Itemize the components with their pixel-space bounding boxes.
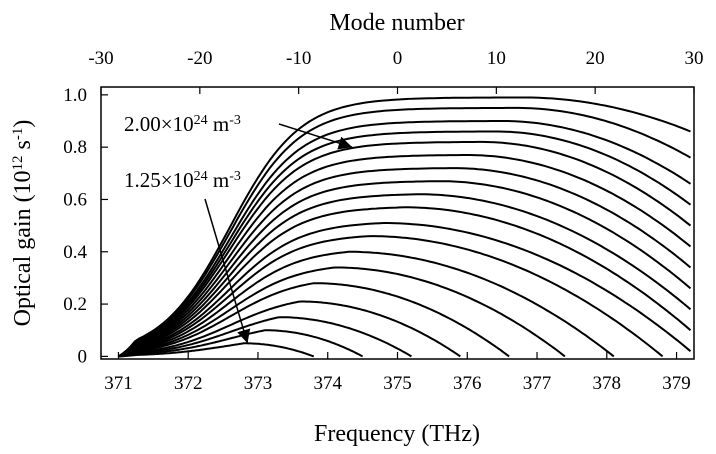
y-axis-title: Optical gain (1012 s-1) [10, 120, 36, 327]
top-x-tick-label: -20 [187, 48, 212, 69]
gain-curve-5 [118, 282, 510, 358]
y-tick-label: 0.8 [63, 137, 87, 158]
top-x-tick-labels: -30 -20 -10 0 10 20 30 [88, 48, 703, 69]
annotation-arrow-1 [278, 123, 353, 150]
gain-curve-1 [118, 342, 315, 358]
y-tick-label: 0.2 [63, 294, 87, 315]
gain-curve-4 [118, 300, 461, 358]
x-tick-label: 373 [244, 373, 273, 394]
gain-curve-16 [117, 130, 692, 358]
gain-curve-13 [117, 167, 692, 358]
top-x-tick-label: 30 [685, 48, 704, 69]
gain-curve-17 [117, 120, 692, 358]
gain-curve-10 [118, 206, 692, 358]
gain-curve-15 [117, 140, 692, 358]
x-tick-label: 376 [453, 373, 482, 394]
gain-curve-18 [117, 106, 691, 358]
gain-curve-9 [118, 222, 692, 358]
tick-marks [100, 87, 695, 359]
top-x-tick-label: 20 [586, 48, 605, 69]
x-tick-label: 378 [593, 373, 622, 394]
density-label-2: 1.25×1024 m-3 [124, 168, 241, 192]
x-tick-label: 374 [313, 373, 342, 394]
y-tick-label: 0.6 [63, 189, 87, 210]
annotations: 2.00×1024 m-3 1.25×1024 m-3 [124, 112, 353, 344]
top-x-tick-label: 10 [487, 48, 506, 69]
x-tick-label: 371 [104, 373, 133, 394]
gain-curve-8 [118, 235, 664, 358]
x-axis-title: Frequency (THz) [314, 421, 480, 447]
y-tick-labels: 0 0.2 0.4 0.6 0.8 1.0 [63, 85, 87, 368]
x-tick-label: 375 [383, 373, 412, 394]
top-x-tick-label: -10 [286, 48, 311, 69]
density-label-1: 2.00×1024 m-3 [124, 112, 241, 136]
x-tick-labels: 371 372 373 374 375 376 377 378 379 [104, 373, 691, 394]
gain-curve-11 [118, 193, 692, 358]
y-tick-label: 0.4 [63, 242, 87, 263]
y-tick-label: 1.0 [63, 85, 87, 106]
gain-curves [117, 96, 692, 358]
gain-curve-19 [117, 96, 691, 358]
gain-curve-7 [118, 250, 615, 358]
x-tick-label: 377 [523, 373, 552, 394]
y-tick-label: 0 [78, 346, 88, 367]
gain-curve-6 [118, 266, 566, 358]
gain-curve-14 [117, 154, 692, 358]
gain-curve-3 [118, 316, 412, 358]
x-tick-label: 379 [662, 373, 691, 394]
top-x-tick-label: 0 [393, 48, 403, 69]
annotation-arrow-2 [204, 198, 251, 344]
top-x-tick-label: -30 [88, 48, 113, 69]
x-tick-label: 372 [174, 373, 203, 394]
gain-curve-12 [117, 180, 692, 358]
top-x-axis-title: Mode number [329, 10, 464, 36]
